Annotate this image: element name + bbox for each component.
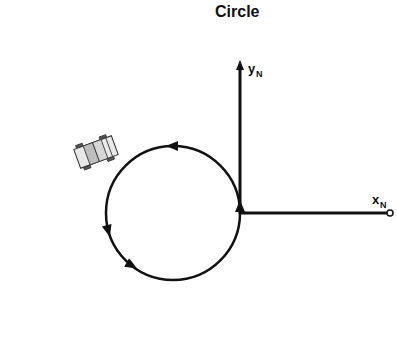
path-circle xyxy=(106,146,240,280)
diagram-title: Circle xyxy=(215,4,259,20)
car-icon xyxy=(73,133,119,171)
direction-arrow xyxy=(166,141,178,151)
x-axis xyxy=(240,212,388,215)
direction-arrow xyxy=(102,224,115,238)
y-axis xyxy=(239,66,242,214)
axis-letter: y xyxy=(248,62,255,75)
direction-arrow xyxy=(124,258,139,273)
y-axis-head xyxy=(236,60,244,70)
axis-letter: x xyxy=(372,193,379,206)
direction-arrow xyxy=(235,200,245,212)
direction-arrows xyxy=(102,141,245,273)
axis-subscript: N xyxy=(256,70,263,79)
x-axis-end xyxy=(387,210,393,216)
axis-subscript: N xyxy=(380,201,387,210)
